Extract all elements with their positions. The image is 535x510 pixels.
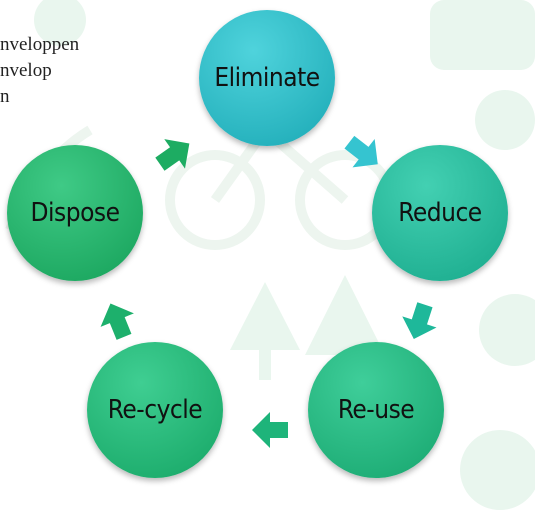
cycle-arrow-shape	[155, 139, 190, 171]
cycle-node-label: Eliminate	[214, 63, 320, 93]
cycle-node-label: Reduce	[398, 198, 482, 228]
cycle-node-reduce: Reduce	[372, 145, 508, 281]
background-tree-shape	[305, 275, 385, 355]
cycle-node-re-use: Re-use	[308, 342, 444, 478]
cycle-arrow-shape	[252, 412, 288, 448]
cycle-arrow-shape	[100, 303, 134, 340]
background-leaf-shape	[460, 430, 535, 510]
cycle-arrow-shape	[344, 135, 378, 168]
cycle-arrow	[252, 412, 288, 448]
cycle-node-dispose: Dispose	[7, 145, 143, 281]
background-leaf-shape	[34, 0, 86, 46]
side-text-line: nveloppen	[0, 34, 80, 55]
cycle-arrow	[100, 303, 134, 340]
cycle-node-label: Re-use	[337, 395, 415, 425]
side-text-line: n	[0, 86, 10, 107]
cycle-node-eliminate: Eliminate	[199, 10, 335, 146]
cycle-arrow	[155, 139, 190, 171]
background-panel-shape	[430, 0, 535, 70]
background-leaf-shape	[475, 90, 535, 150]
background-tree-shape	[230, 282, 300, 350]
cycle-node-label: Dispose	[30, 198, 120, 228]
cycle-node-re-cycle: Re-cycle	[87, 342, 223, 478]
cycle-arrow-shape	[402, 302, 437, 340]
cycle-arrow	[344, 135, 378, 168]
cycle-arrow	[402, 302, 437, 340]
cycle-node-label: Re-cycle	[107, 395, 203, 425]
side-text-line: nvelop	[0, 60, 52, 81]
background-wheel-shape	[165, 150, 265, 250]
background-leaf-shape	[479, 294, 535, 366]
background-trunk-shape	[259, 350, 271, 380]
cropped-side-text: nveloppen nvelop n	[0, 32, 79, 110]
